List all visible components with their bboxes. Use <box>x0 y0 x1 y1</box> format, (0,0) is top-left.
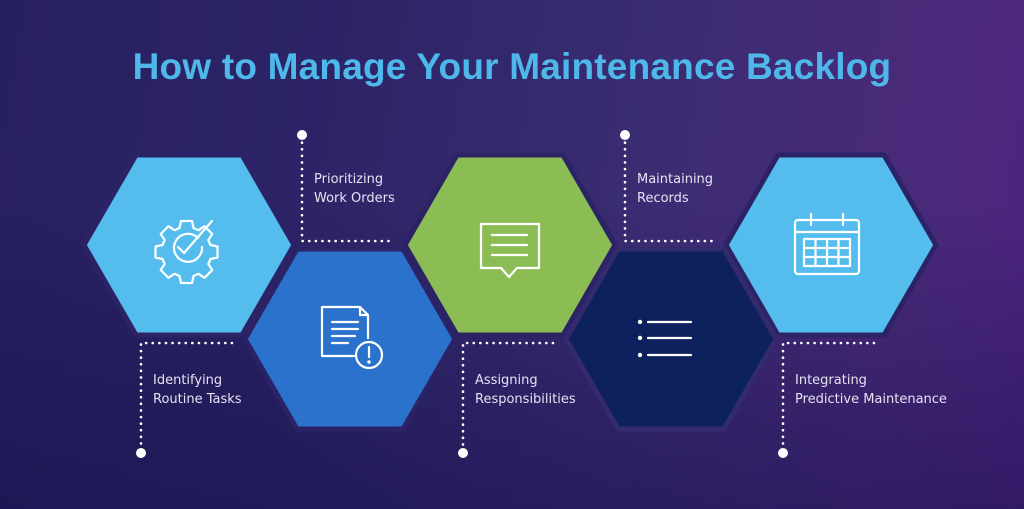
connector-step-2 <box>300 134 392 243</box>
label-step-5-line1: Integrating <box>795 373 867 388</box>
connector-endpoint-step-4 <box>620 130 630 140</box>
label-step-2-line2: Work Orders <box>314 191 395 206</box>
label-step-2-line1: Prioritizing <box>314 172 384 187</box>
calendar-icon <box>793 212 861 276</box>
connector-endpoint-step-3 <box>458 448 468 458</box>
label-step-5: Integrating Predictive Maintenance <box>795 371 947 409</box>
hexagon-step-5 <box>723 152 939 338</box>
label-step-3-line2: Responsibilities <box>475 392 576 407</box>
label-step-1: Identifying Routine Tasks <box>153 371 242 409</box>
page-title: How to Manage Your Maintenance Backlog <box>132 46 892 87</box>
gear-check-icon <box>154 219 219 285</box>
chat-bubble-icon <box>479 222 541 279</box>
label-step-5-line2: Predictive Maintenance <box>795 392 947 407</box>
label-step-3: Assigning Responsibilities <box>475 371 576 409</box>
label-step-4: Maintaining Records <box>637 170 713 208</box>
connector-endpoint-step-5 <box>778 448 788 458</box>
label-step-1-line2: Routine Tasks <box>153 392 242 407</box>
connector-endpoint-step-1 <box>136 448 146 458</box>
label-step-2: Prioritizing Work Orders <box>314 170 395 208</box>
hexagon-step-1 <box>81 152 297 338</box>
label-step-4-line1: Maintaining <box>637 172 714 187</box>
label-step-1-line1: Identifying <box>153 373 223 388</box>
hexagon-step-2 <box>242 246 458 432</box>
connector-step-4 <box>623 134 715 243</box>
label-step-4-line2: Records <box>637 191 689 206</box>
label-step-3-line1: Assigning <box>475 373 538 388</box>
bulleted-list-icon <box>637 319 693 358</box>
connector-endpoint-step-2 <box>297 130 307 140</box>
document-alert-icon <box>320 305 384 370</box>
